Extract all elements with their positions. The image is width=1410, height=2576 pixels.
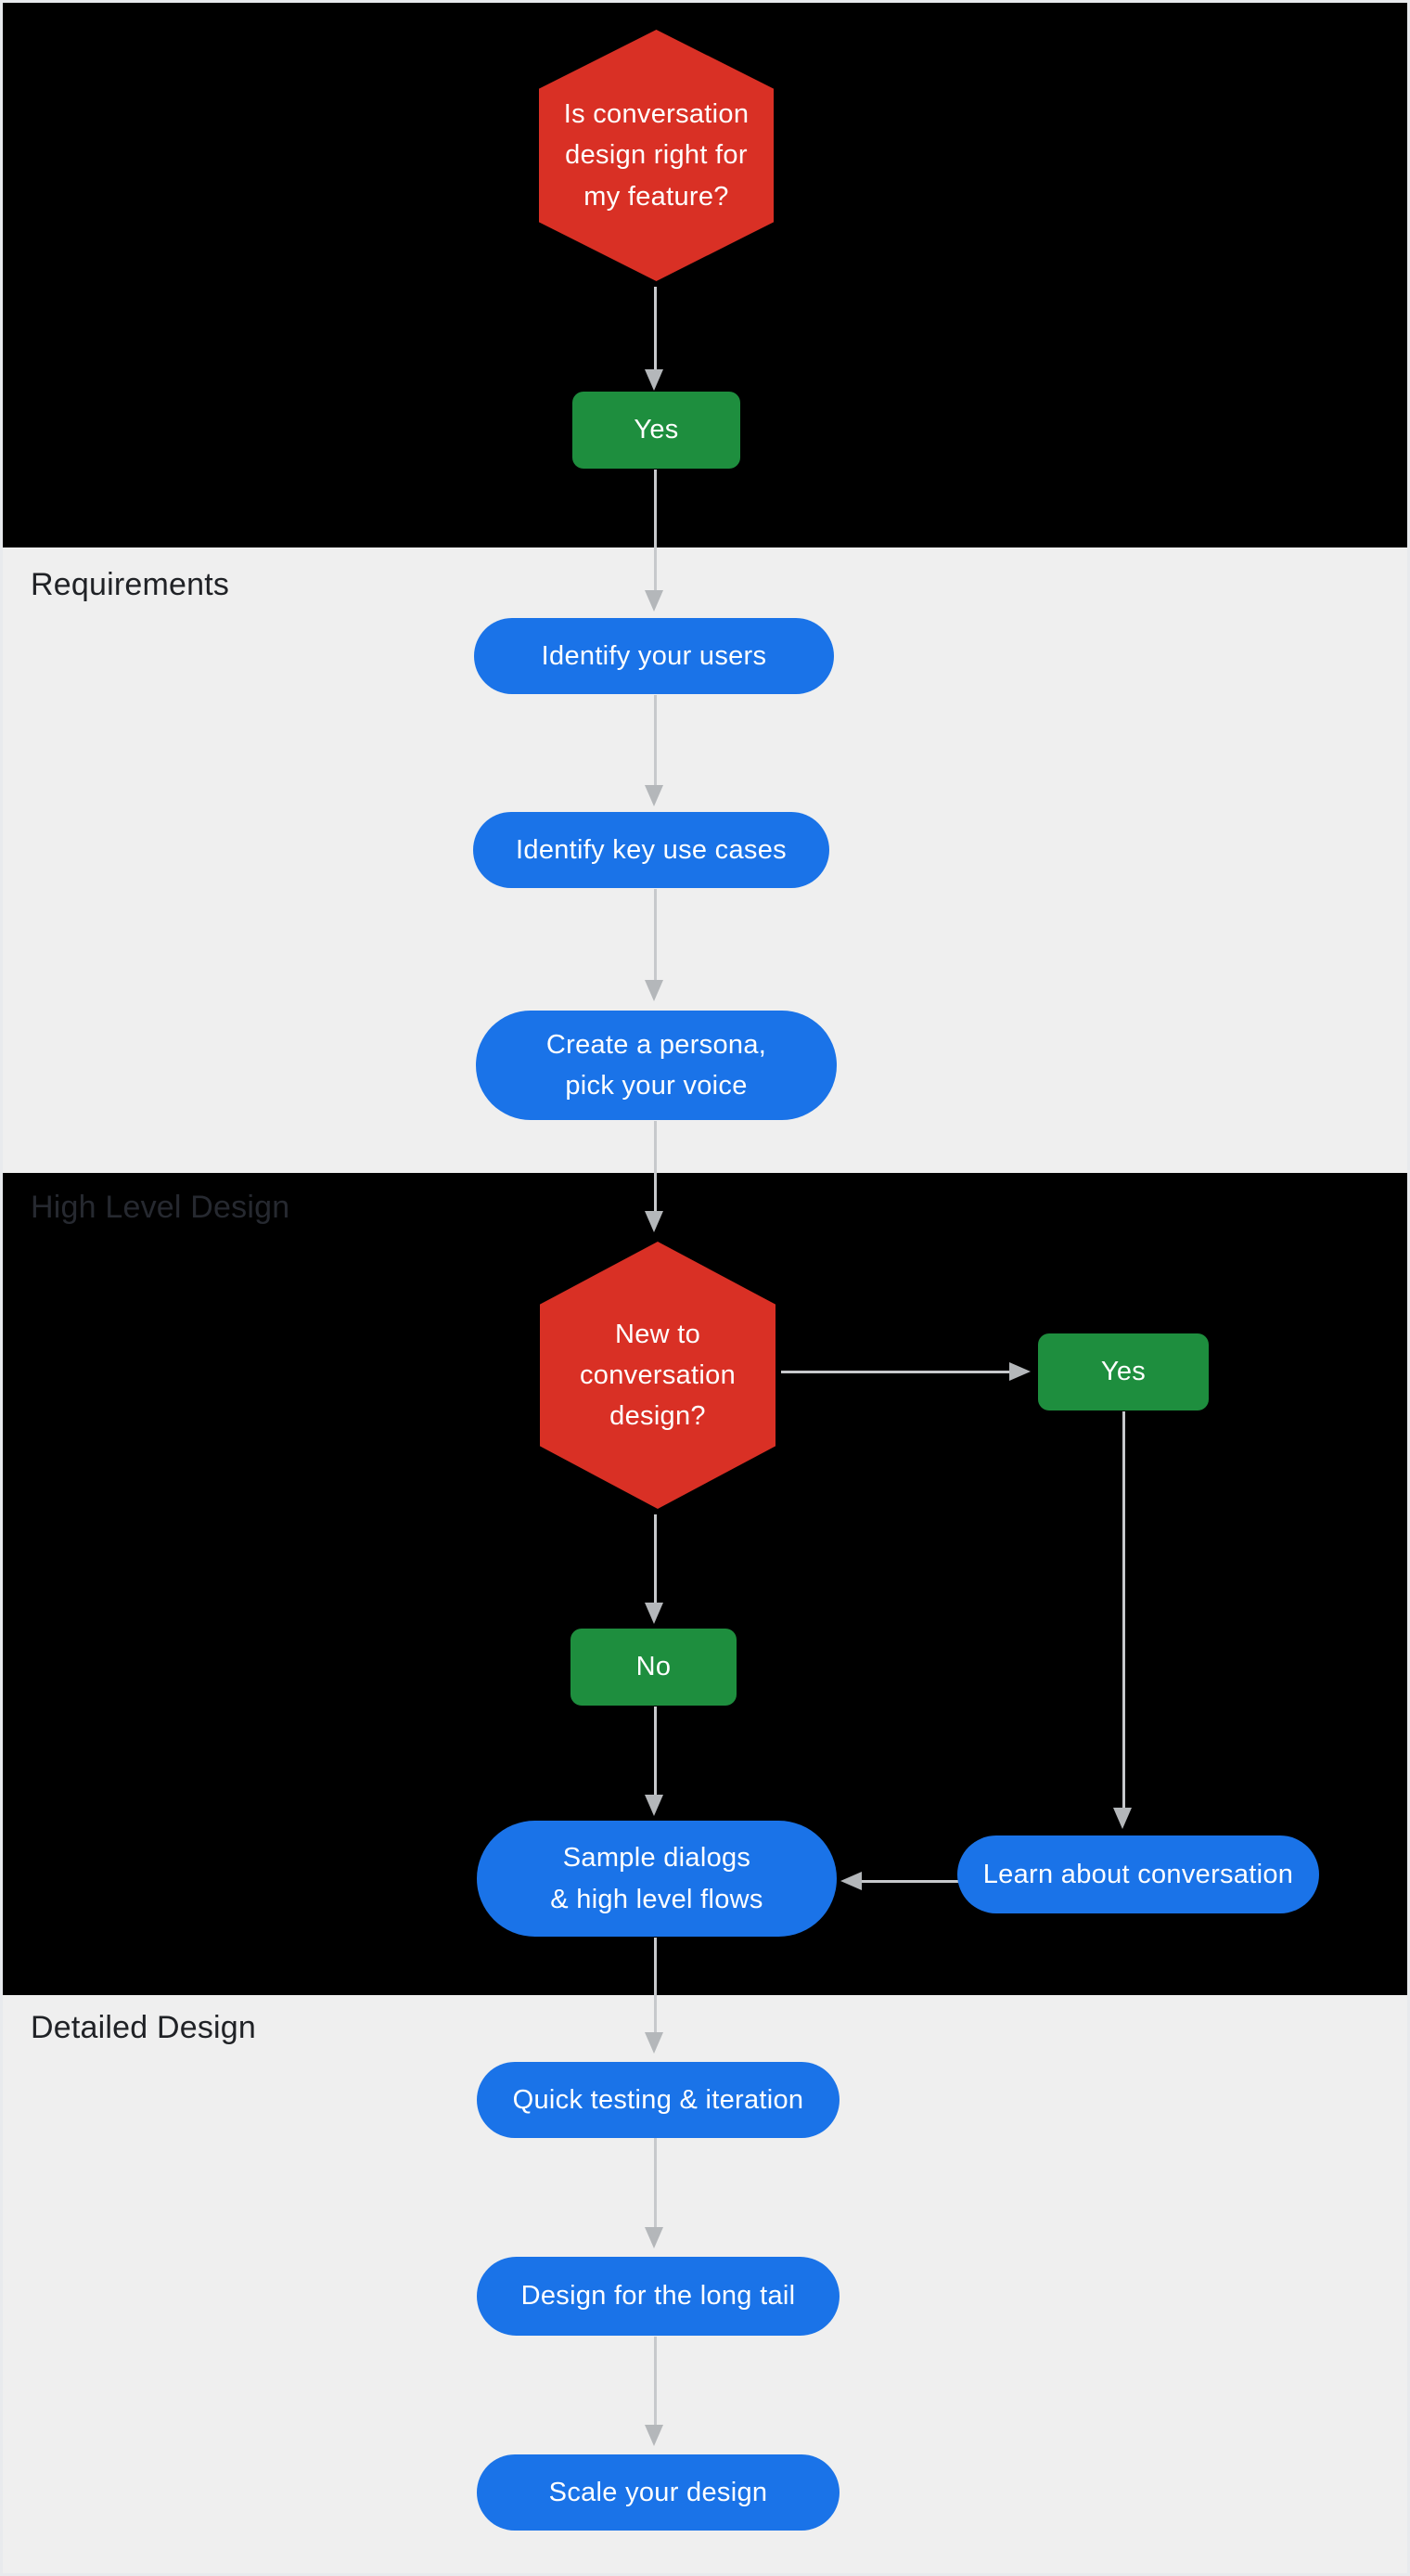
step-design-for-long-tail[interactable]: Design for the long tail [477, 2257, 840, 2336]
step-sample-dialogs-high-level-flows[interactable]: Sample dialogs & high level flows [477, 1821, 837, 1937]
arrow-users-to-usecases-head [645, 785, 663, 806]
arrow-quick-to-longtail-head [645, 2227, 663, 2248]
arrow-sample-to-quick-head [645, 2032, 663, 2054]
arrow-learn-to-sample-head [840, 1872, 862, 1890]
section-label-detailed-design: Detailed Design [31, 2010, 257, 2045]
step-quick-testing-iteration[interactable]: Quick testing & iteration [477, 2062, 840, 2138]
arrow-longtail-to-scale-shaft [654, 2337, 657, 2425]
arrow-no-to-sample-head [645, 1795, 663, 1816]
yes-button-new-to-cd[interactable]: Yes [1038, 1333, 1209, 1410]
arrow-feature-to-yes-head [645, 369, 663, 391]
arrow-yes-to-learn-shaft [1122, 1411, 1125, 1808]
arrow-learn-to-sample-shaft [862, 1880, 959, 1883]
arrow-newcd-to-no-shaft [654, 1514, 657, 1603]
decision-conversation-design-fit[interactable]: Is conversation design right for my feat… [539, 30, 774, 281]
arrow-feature-to-yes-shaft [654, 287, 657, 369]
arrow-sample-to-quick-shaft [654, 1938, 657, 2032]
arrow-newcd-to-yes-shaft [781, 1371, 1009, 1373]
arrow-yes-to-users-head [645, 590, 663, 612]
arrow-newcd-to-yes-head [1009, 1362, 1031, 1381]
arrow-persona-to-newcd-head [645, 1211, 663, 1232]
arrow-longtail-to-scale-head [645, 2425, 663, 2446]
step-create-persona-pick-voice[interactable]: Create a persona, pick your voice [476, 1011, 837, 1120]
section-label-high-level-design: High Level Design [31, 1190, 290, 1225]
decision-new-to-conversation-design[interactable]: New to conversation design? [540, 1242, 776, 1509]
arrow-quick-to-longtail-shaft [654, 2138, 657, 2227]
arrow-usecases-to-persona-head [645, 980, 663, 1001]
step-scale-your-design[interactable]: Scale your design [477, 2454, 840, 2531]
step-identify-key-use-cases[interactable]: Identify key use cases [473, 812, 829, 888]
arrow-usecases-to-persona-shaft [654, 889, 657, 980]
section-label-requirements: Requirements [31, 567, 230, 602]
arrow-yes-to-learn-head [1113, 1808, 1132, 1829]
arrow-no-to-sample-shaft [654, 1707, 657, 1795]
step-learn-about-conversation[interactable]: Learn about conversation [957, 1835, 1319, 1913]
step-identify-your-users[interactable]: Identify your users [474, 618, 834, 694]
yes-button-start[interactable]: Yes [572, 392, 740, 469]
arrow-users-to-usecases-shaft [654, 695, 657, 785]
no-button-new-to-cd[interactable]: No [570, 1629, 737, 1706]
arrow-yes-to-users-shaft [654, 470, 657, 590]
arrow-persona-to-newcd-shaft [654, 1121, 657, 1211]
arrow-newcd-to-no-head [645, 1603, 663, 1624]
